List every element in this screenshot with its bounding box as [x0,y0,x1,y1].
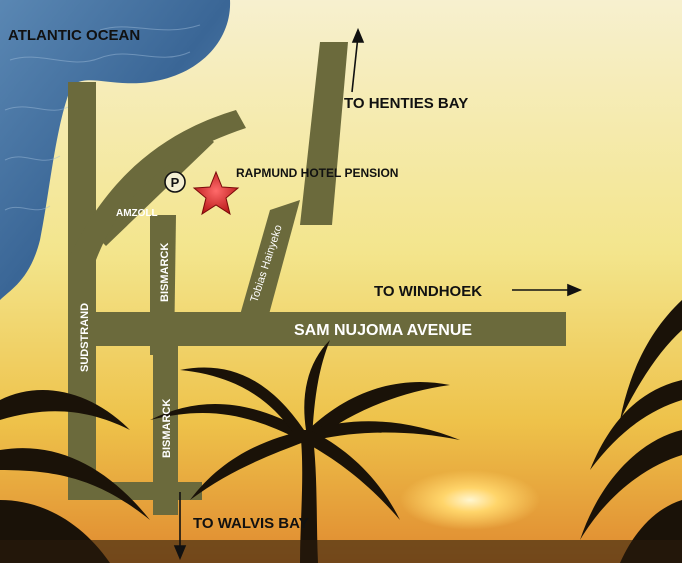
label-to-windhoek: TO WINDHOEK [374,283,482,300]
road-tobias-hainyeko [240,200,300,318]
parking-marker: P [164,171,186,193]
street-bismarck-north: BISMARCK [159,243,171,302]
road-sudstrand [68,82,96,498]
hotel-label: RAPMUND HOTEL PENSION [236,166,398,180]
street-sudstrand: SUDSTRAND [79,303,91,372]
street-amzoll: AMZOLL [116,208,158,219]
label-to-henties-bay: TO HENTIES BAY [344,95,468,112]
ocean-waves [4,24,201,211]
palm-trees [0,300,682,563]
road-sam-nujoma [68,312,566,346]
atlantic-ocean [0,0,231,300]
road-henties-bay [300,42,348,225]
road-upper-curve [68,110,246,260]
road-south-connector [68,482,202,500]
hotel-star-icon [192,170,240,216]
sun [400,470,540,530]
arrow-henties-bay [351,35,359,93]
road-amzoll [90,128,214,246]
road-bismarck-south [153,340,178,515]
street-bismarck-south: BISMARCK [161,399,173,458]
street-sam-nujoma: SAM NUJOMA AVENUE [294,322,472,339]
parking-symbol: P [171,175,180,190]
label-to-walvis-bay: TO WALVIS BAY [193,515,309,532]
roads [68,42,566,515]
ocean-label: ATLANTIC OCEAN [8,27,140,44]
direction-arrows [173,27,583,561]
